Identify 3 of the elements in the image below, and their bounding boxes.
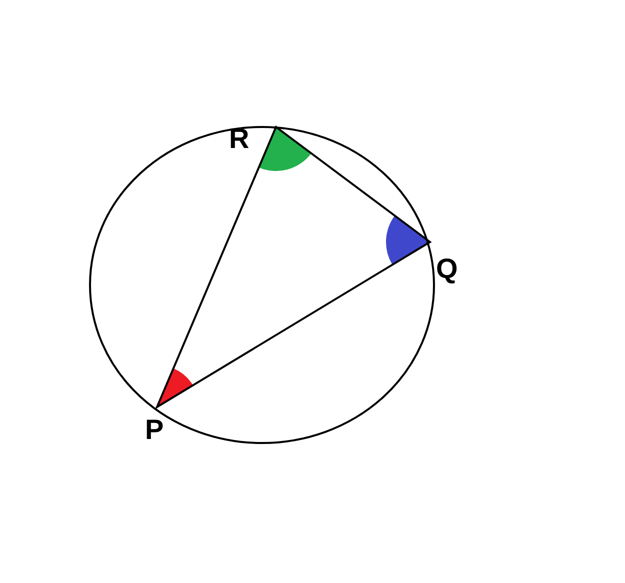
vertex-label: Q bbox=[436, 255, 458, 283]
vertex-label: R bbox=[229, 125, 250, 153]
vertex-label: P bbox=[145, 416, 164, 444]
